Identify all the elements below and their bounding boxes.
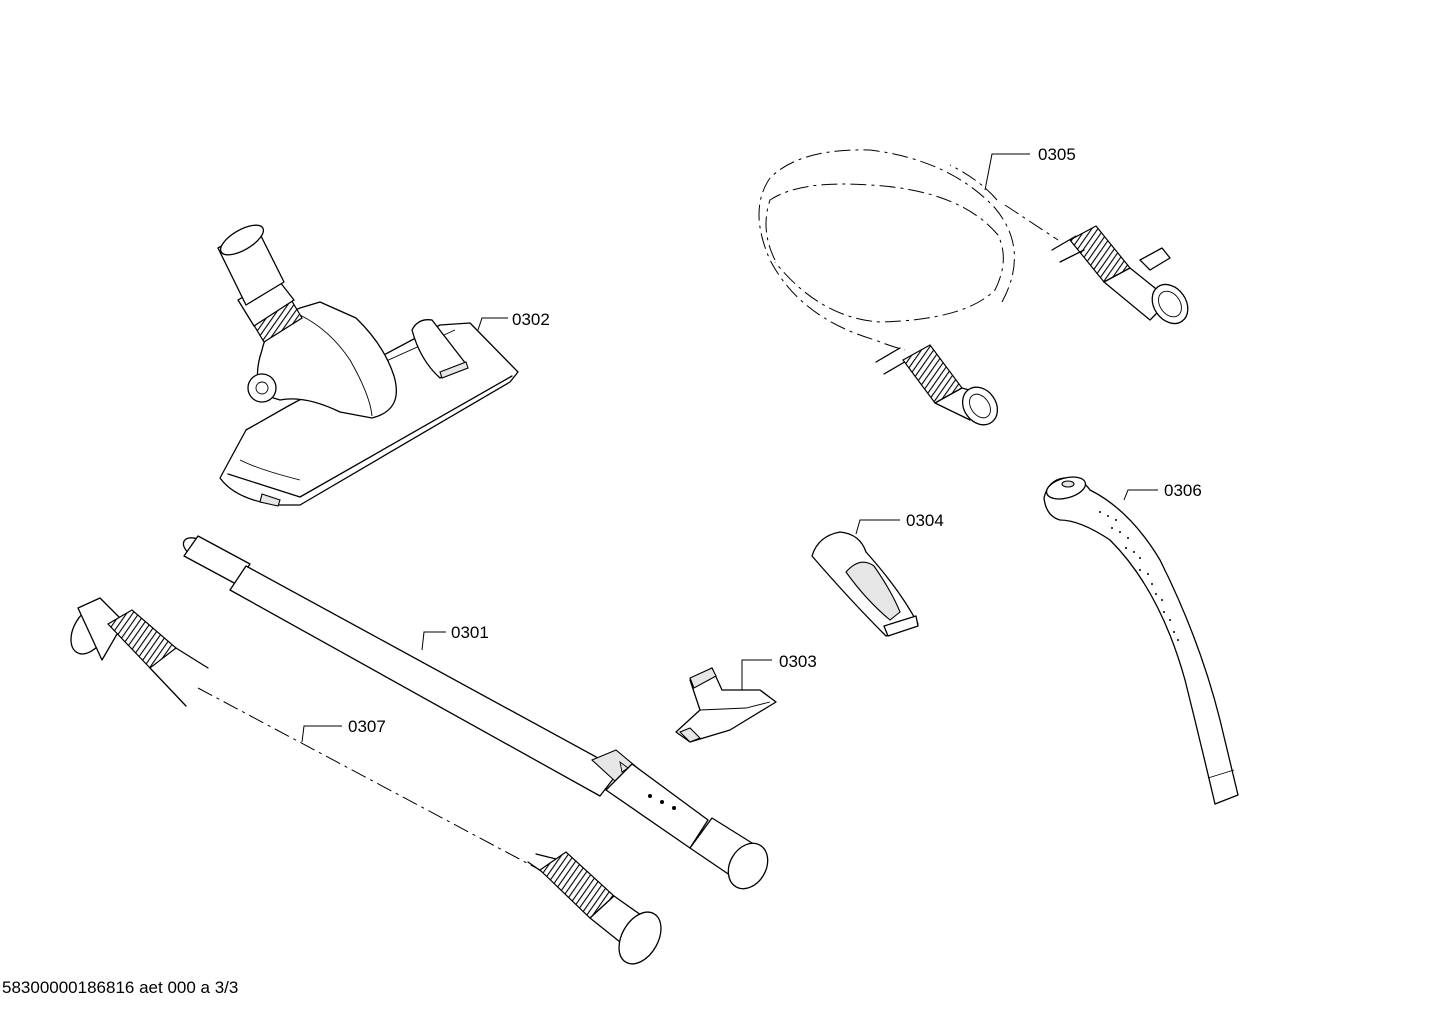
part-label-0301: 0301: [451, 623, 489, 642]
part-label-0302: 0302: [512, 310, 550, 329]
upholstery-tool-part: [675, 667, 777, 743]
part-label-0306: 0306: [1164, 481, 1202, 500]
hose-handle-part: [1043, 476, 1239, 805]
crevice-tool-part: [811, 531, 919, 637]
suction-hose-part: [758, 149, 1189, 426]
document-footer-id: 58300000186816 aet 000 a 3/3: [2, 978, 239, 997]
telescopic-tube-part: [182, 535, 769, 890]
part-label-0304: 0304: [906, 511, 944, 530]
part-label-0307: 0307: [348, 717, 386, 736]
floor-nozzle-part: [217, 224, 519, 507]
leader-lines: [301, 153, 1158, 743]
part-label-0303: 0303: [779, 652, 817, 671]
part-label-0305: 0305: [1038, 145, 1076, 164]
hose-extension-part: [70, 597, 662, 965]
